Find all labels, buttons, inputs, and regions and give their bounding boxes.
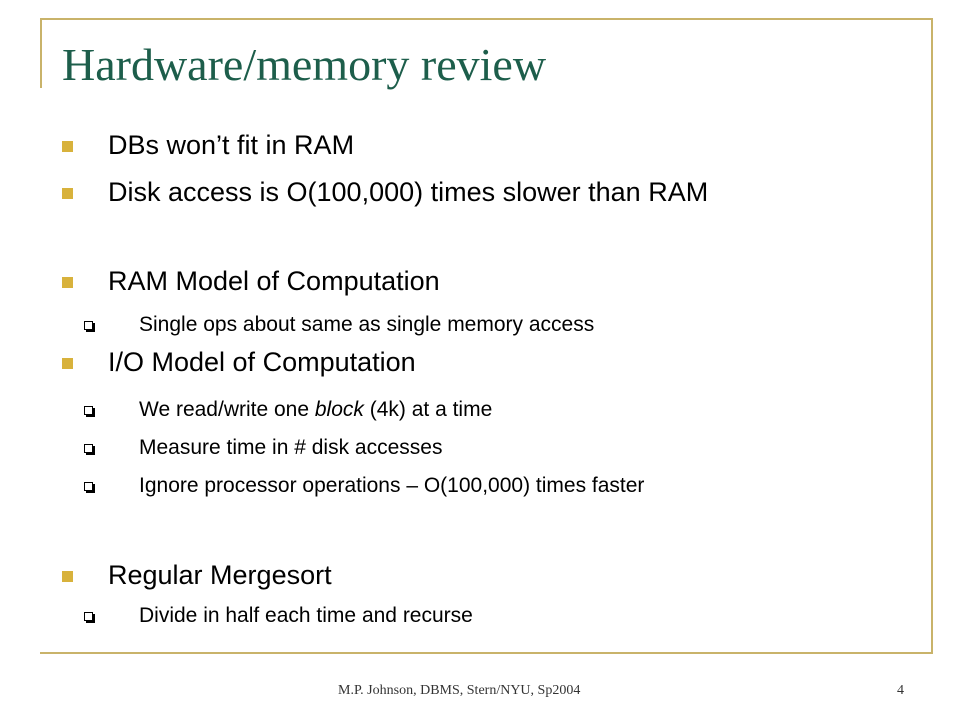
square-bullet-icon [62,188,73,199]
frame-left-line [40,18,42,88]
sub-bullet-text: Measure time in # disk accesses [139,436,443,459]
sub-bullet-text: We read/write one block (4k) at a time [139,398,492,422]
box-bullet-icon [84,444,93,453]
square-bullet-icon [62,141,73,152]
sub-bullet-text: Single ops about same as single memory a… [139,313,595,336]
emphasis-word: block [314,398,364,421]
bullet-text: RAM Model of Computation [108,266,440,296]
bullet-text: Regular Mergesort [108,560,332,590]
box-bullet-icon [84,482,93,491]
footer-credit: M.P. Johnson, DBMS, Stern/NYU, Sp2004 [338,683,581,698]
box-bullet-icon [84,612,93,621]
sub-bullet-text: Divide in half each time and recurse [139,604,473,627]
box-bullet-icon [84,321,93,330]
bullet-text: DBs won’t fit in RAM [108,130,355,160]
square-bullet-icon [62,571,73,582]
slide-title: Hardware/memory review [62,39,547,90]
sub-bullet-text: Ignore processor operations – O(100,000)… [139,474,645,497]
frame-top-line [40,18,933,20]
frame-bottom-line [40,652,933,654]
square-bullet-icon [62,277,73,288]
bullet-text: Disk access is O(100,000) times slower t… [108,177,709,207]
square-bullet-icon [62,358,73,369]
bullet-text: I/O Model of Computation [108,347,416,377]
box-bullet-icon [84,406,93,415]
frame-right-line [931,18,933,654]
sub-bullet-text-part: (4k) at a time [363,398,493,421]
sub-bullet-text-part: We read/write one [139,398,315,421]
page-number: 4 [897,683,904,698]
